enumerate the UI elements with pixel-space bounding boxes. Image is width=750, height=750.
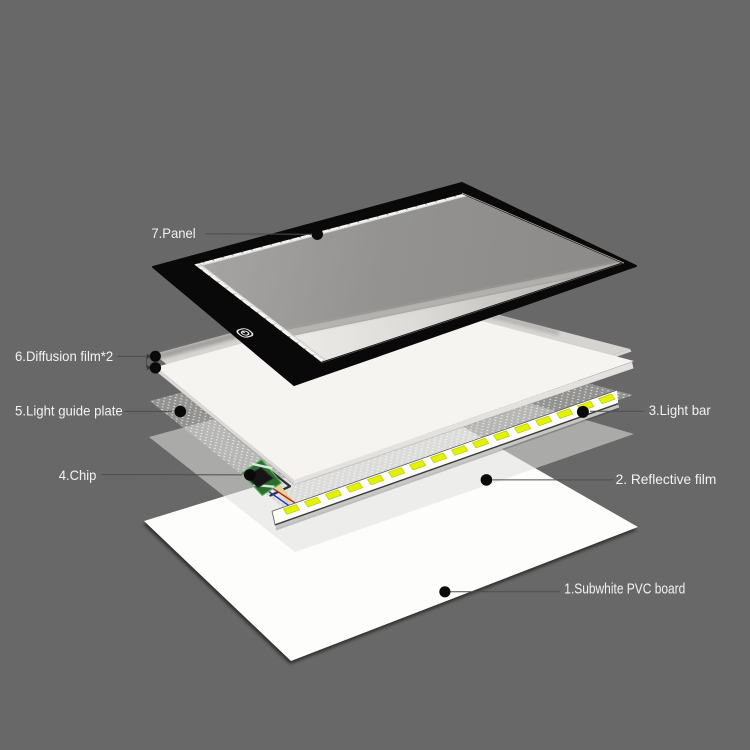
svg-text:5.Light guide plate: 5.Light guide plate [15,404,123,419]
svg-text:1.Subwhite PVC board: 1.Subwhite PVC board [564,581,685,598]
svg-text:2. Reflective film: 2. Reflective film [616,472,717,487]
svg-text:4.Chip: 4.Chip [59,468,97,483]
svg-text:6.Diffusion film*2: 6.Diffusion film*2 [15,349,113,364]
svg-text:7.Panel: 7.Panel [151,226,195,241]
svg-text:3.Light bar: 3.Light bar [649,403,711,418]
